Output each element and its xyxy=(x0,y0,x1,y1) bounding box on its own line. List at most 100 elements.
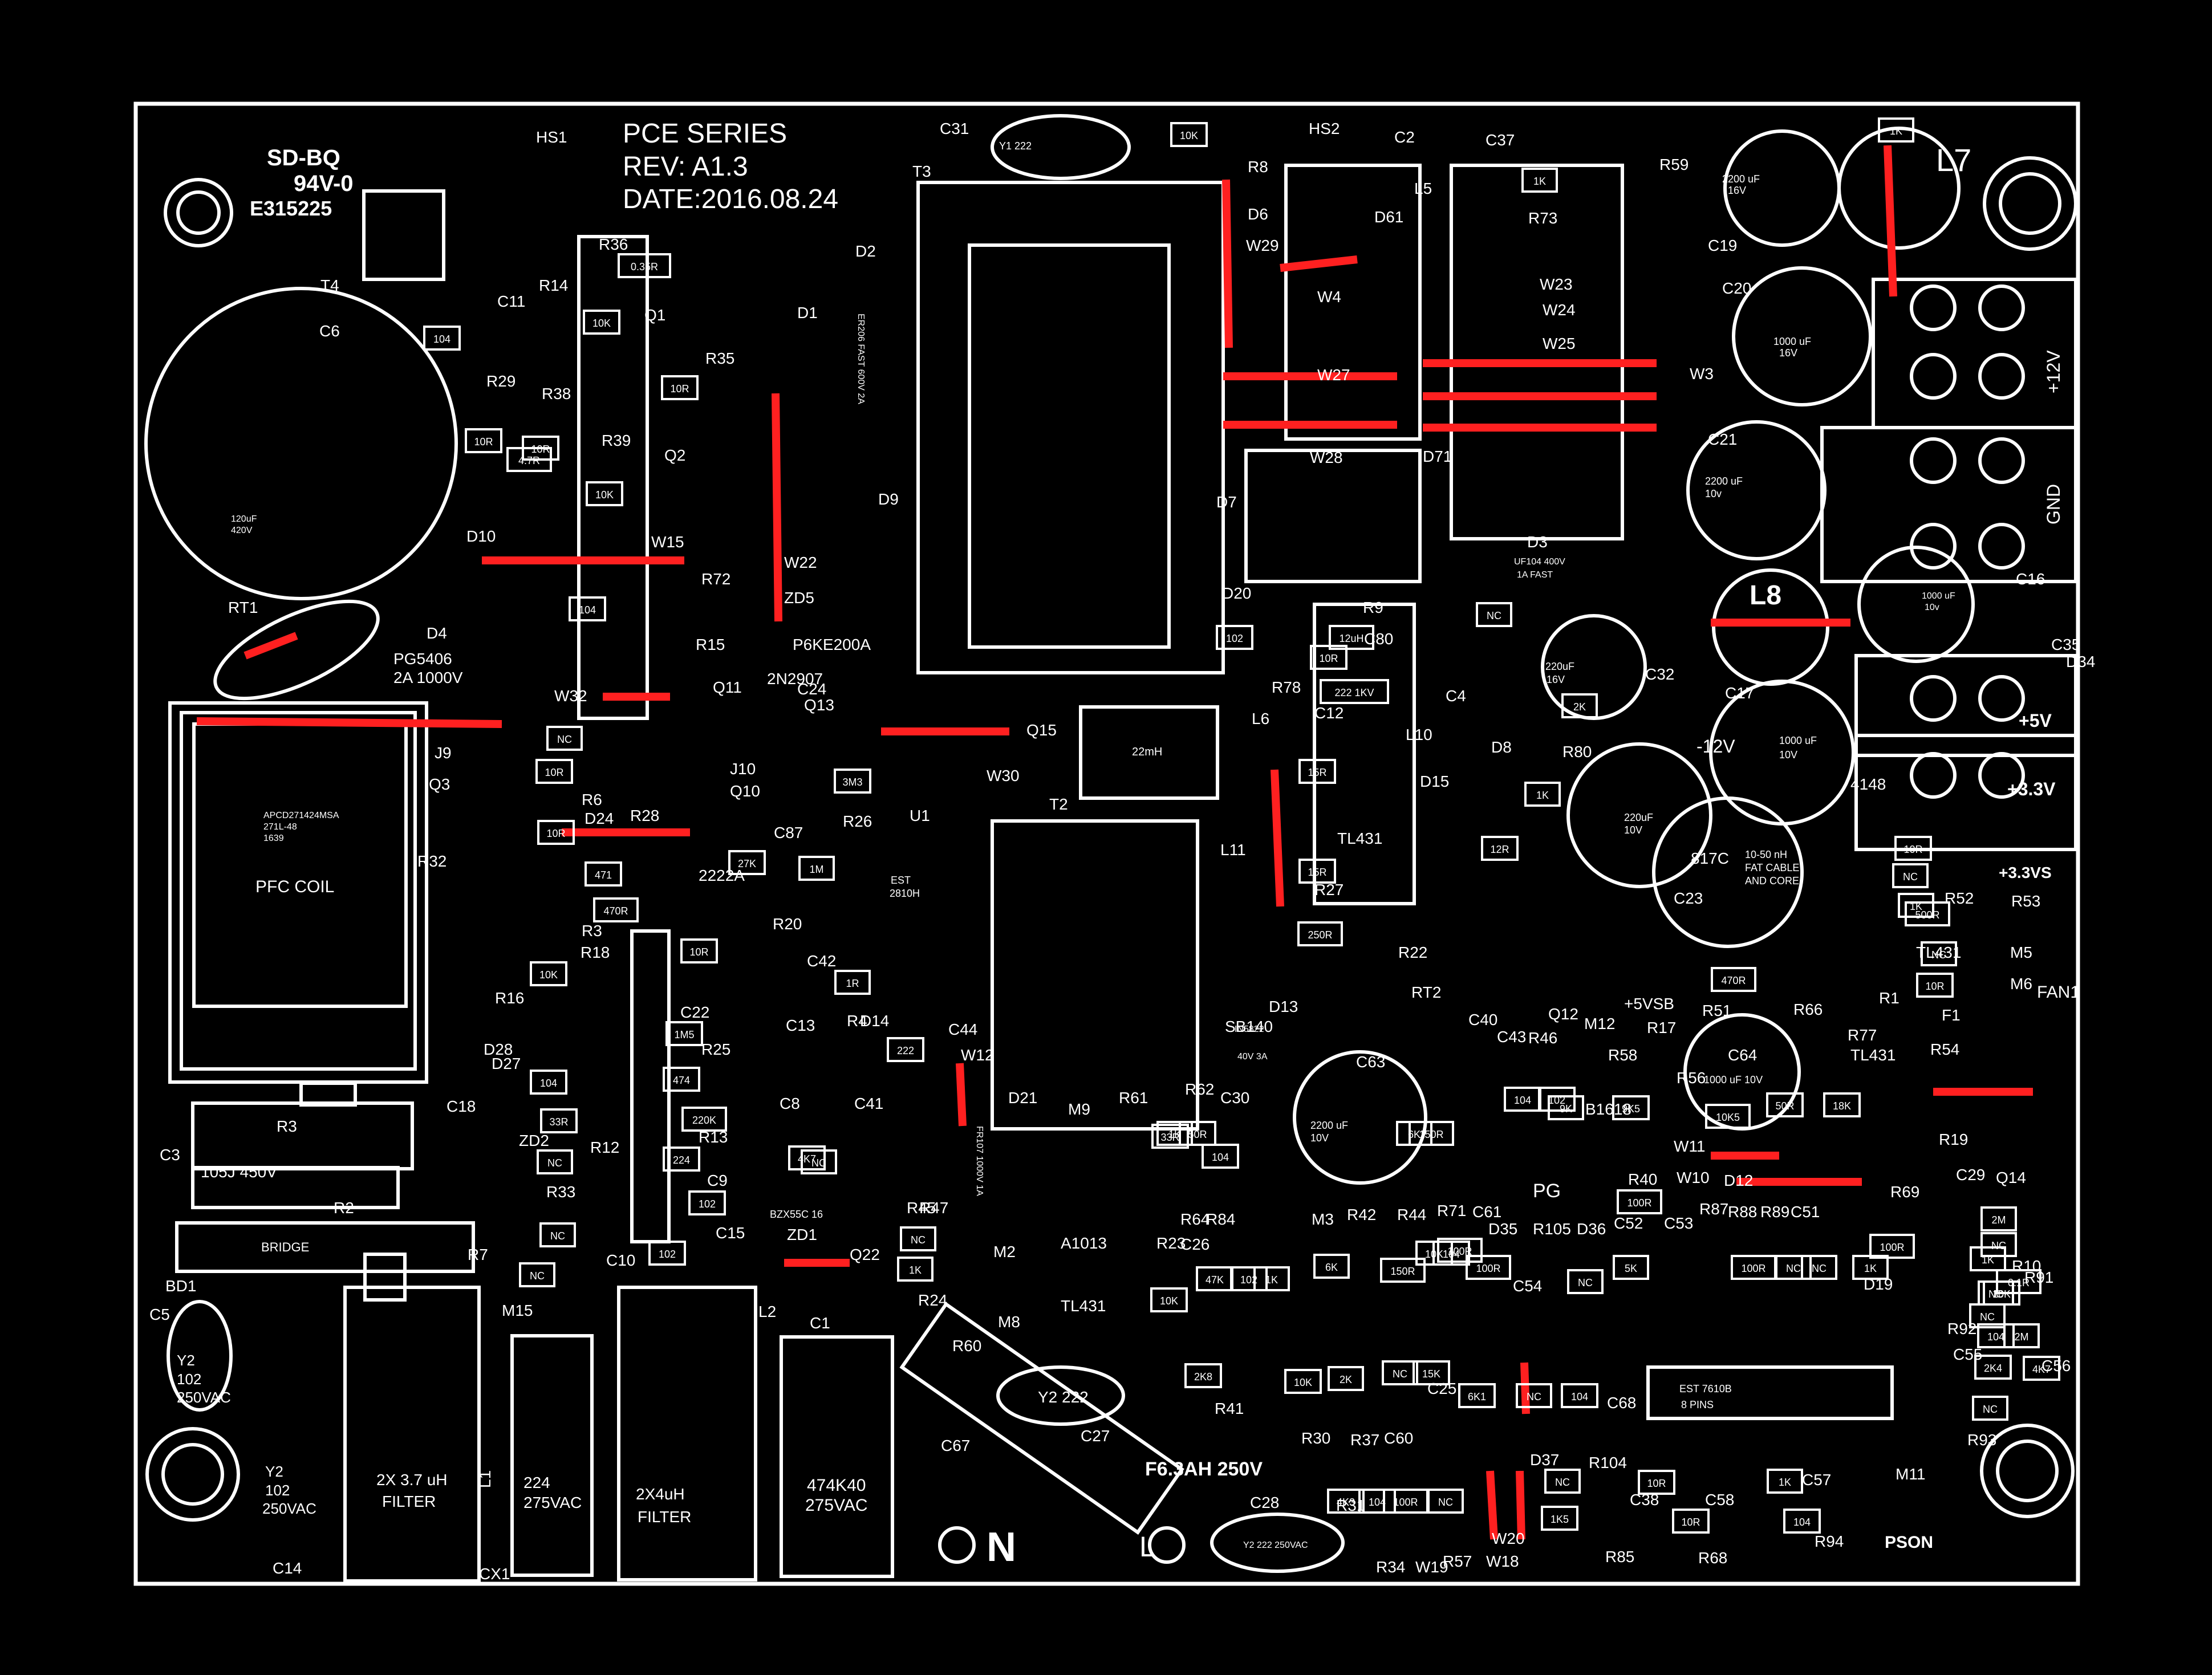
svg-text:C5: C5 xyxy=(149,1306,170,1323)
chip-component: 104 xyxy=(569,596,606,621)
svg-text:APCD271424MSA: APCD271424MSA xyxy=(263,811,339,820)
chip-component: 1K xyxy=(897,1257,933,1282)
reference-label: C67 xyxy=(941,1437,970,1454)
reference-label: R72 xyxy=(701,570,730,588)
svg-text:C14: C14 xyxy=(273,1559,302,1577)
reference-label: R94 xyxy=(1815,1532,1844,1550)
reference-label: R85 xyxy=(1605,1548,1634,1566)
svg-text:F6.3AH 250V: F6.3AH 250V xyxy=(1145,1458,1263,1480)
chip-value: 10R xyxy=(1925,981,1944,992)
reference-label: D9 xyxy=(878,490,899,508)
chip-value: 50R xyxy=(1188,1129,1207,1140)
reference-label: R3 xyxy=(582,922,602,940)
reference-label: C52 xyxy=(1614,1214,1643,1232)
reference-label: D24 xyxy=(585,810,614,827)
reference-label: R37 xyxy=(1350,1431,1379,1449)
chip-component: 10K xyxy=(583,310,620,335)
chip-component: 1K xyxy=(1898,893,1934,918)
chip-value: 222 xyxy=(897,1045,914,1056)
reference-label: R47 xyxy=(919,1199,948,1217)
chip-value: 10R xyxy=(546,828,565,839)
svg-text:C68: C68 xyxy=(1607,1394,1636,1412)
reference-label: TL431 xyxy=(1337,830,1382,847)
reference-label: R31 xyxy=(1336,1497,1365,1514)
reference-label: R6 xyxy=(582,791,602,808)
chip-component: 2M xyxy=(1980,1206,2017,1231)
svg-text:C17: C17 xyxy=(1725,684,1754,702)
reference-label: C56 xyxy=(2041,1357,2071,1375)
reference-label: W30 xyxy=(987,767,1020,784)
svg-text:10v: 10v xyxy=(1705,488,1722,499)
chip-value: 100R xyxy=(1741,1263,1765,1274)
chip-component: 220K xyxy=(681,1107,727,1132)
reference-label: R41 xyxy=(1215,1400,1244,1417)
reference-label: R53 xyxy=(2011,892,2040,910)
svg-text:PG5406: PG5406 xyxy=(393,650,452,668)
reference-label: R40 xyxy=(1628,1170,1657,1188)
svg-text:D13: D13 xyxy=(1269,998,1298,1015)
chip-component: 102 xyxy=(1538,1087,1576,1112)
chip-component: NC xyxy=(1921,941,1957,966)
svg-text:2X 3.7 uH: 2X 3.7 uH xyxy=(376,1471,448,1489)
reference-label: RT2 xyxy=(1411,983,1441,1001)
chip-component: 150R xyxy=(1409,1121,1454,1146)
chip-component: 12R xyxy=(1481,836,1519,861)
reference-label: R33 xyxy=(546,1183,575,1201)
chip-component: 470R xyxy=(593,897,639,922)
svg-text:1000 uF 10V: 1000 uF 10V xyxy=(1704,1074,1763,1086)
reference-label: C22 xyxy=(680,1003,709,1021)
chip-component: 100R xyxy=(1869,1234,1915,1259)
chip-component: 471 xyxy=(585,861,622,887)
chip-value: 1K xyxy=(1982,1254,1994,1266)
chip-value: 10R xyxy=(474,436,493,448)
svg-text:N: N xyxy=(987,1524,1016,1570)
svg-text:10V: 10V xyxy=(1310,1132,1329,1144)
svg-text:PG: PG xyxy=(1533,1180,1561,1202)
reference-label: C53 xyxy=(1664,1214,1693,1232)
svg-text:10V: 10V xyxy=(1624,824,1642,836)
reference-label: C51 xyxy=(1791,1203,1820,1221)
reference-label: R93 xyxy=(1967,1431,1996,1449)
chip-component: 50R xyxy=(1179,1121,1216,1146)
chip-value: NC xyxy=(1980,1311,1995,1323)
chip-value: NC xyxy=(911,1234,926,1246)
reference-label: C37 xyxy=(1486,131,1515,149)
header-rev: REV: A1.3 xyxy=(623,152,748,182)
chip-value: 1K xyxy=(1536,790,1549,801)
chip-value: 104 xyxy=(1793,1517,1811,1528)
chip-component: 2K xyxy=(1328,1366,1364,1391)
svg-text:Y1 222: Y1 222 xyxy=(999,140,1032,152)
svg-text:Y2 222: Y2 222 xyxy=(1038,1388,1089,1406)
reference-label: C18 xyxy=(447,1097,476,1115)
reference-label: D20 xyxy=(1222,584,1251,602)
chip-value: 102 xyxy=(1240,1274,1257,1286)
svg-text:16V: 16V xyxy=(1547,674,1565,685)
chip-component: 4K3 xyxy=(1327,1489,1365,1514)
reference-label: W15 xyxy=(651,533,684,551)
chip-value: 2M xyxy=(2014,1331,2028,1343)
chip-value: NC xyxy=(1903,871,1918,883)
chip-value: 4K7 xyxy=(2032,1364,2051,1375)
chip-component: 104 xyxy=(530,1070,567,1095)
reference-label: R19 xyxy=(1939,1131,1968,1148)
mounting-hole xyxy=(145,1427,240,1522)
chip-value: 10K xyxy=(592,318,611,329)
reference-label: W27 xyxy=(1317,366,1350,384)
reference-label: C30 xyxy=(1220,1089,1249,1107)
chip-value: 102 xyxy=(1226,633,1243,644)
reference-label: R9 xyxy=(1363,599,1383,616)
reference-label: C54 xyxy=(1513,1277,1542,1295)
svg-text:1000 uF: 1000 uF xyxy=(1922,591,1955,601)
chip-component: 1R xyxy=(834,970,871,995)
reference-label: R36 xyxy=(599,235,628,253)
reference-label: C10 xyxy=(606,1251,635,1269)
chip-value: 1K xyxy=(1533,176,1546,187)
chip-value: 1K xyxy=(1168,1129,1181,1140)
chip-value: 474 xyxy=(673,1075,690,1086)
chip-value: 10K5 xyxy=(1716,1112,1740,1123)
chip-value: 10R xyxy=(1681,1517,1700,1528)
chip-component: 10R xyxy=(1894,836,1932,861)
svg-text:2X4uH: 2X4uH xyxy=(636,1485,685,1503)
chip-value: 1M xyxy=(809,864,823,875)
reference-label: R26 xyxy=(843,812,872,830)
